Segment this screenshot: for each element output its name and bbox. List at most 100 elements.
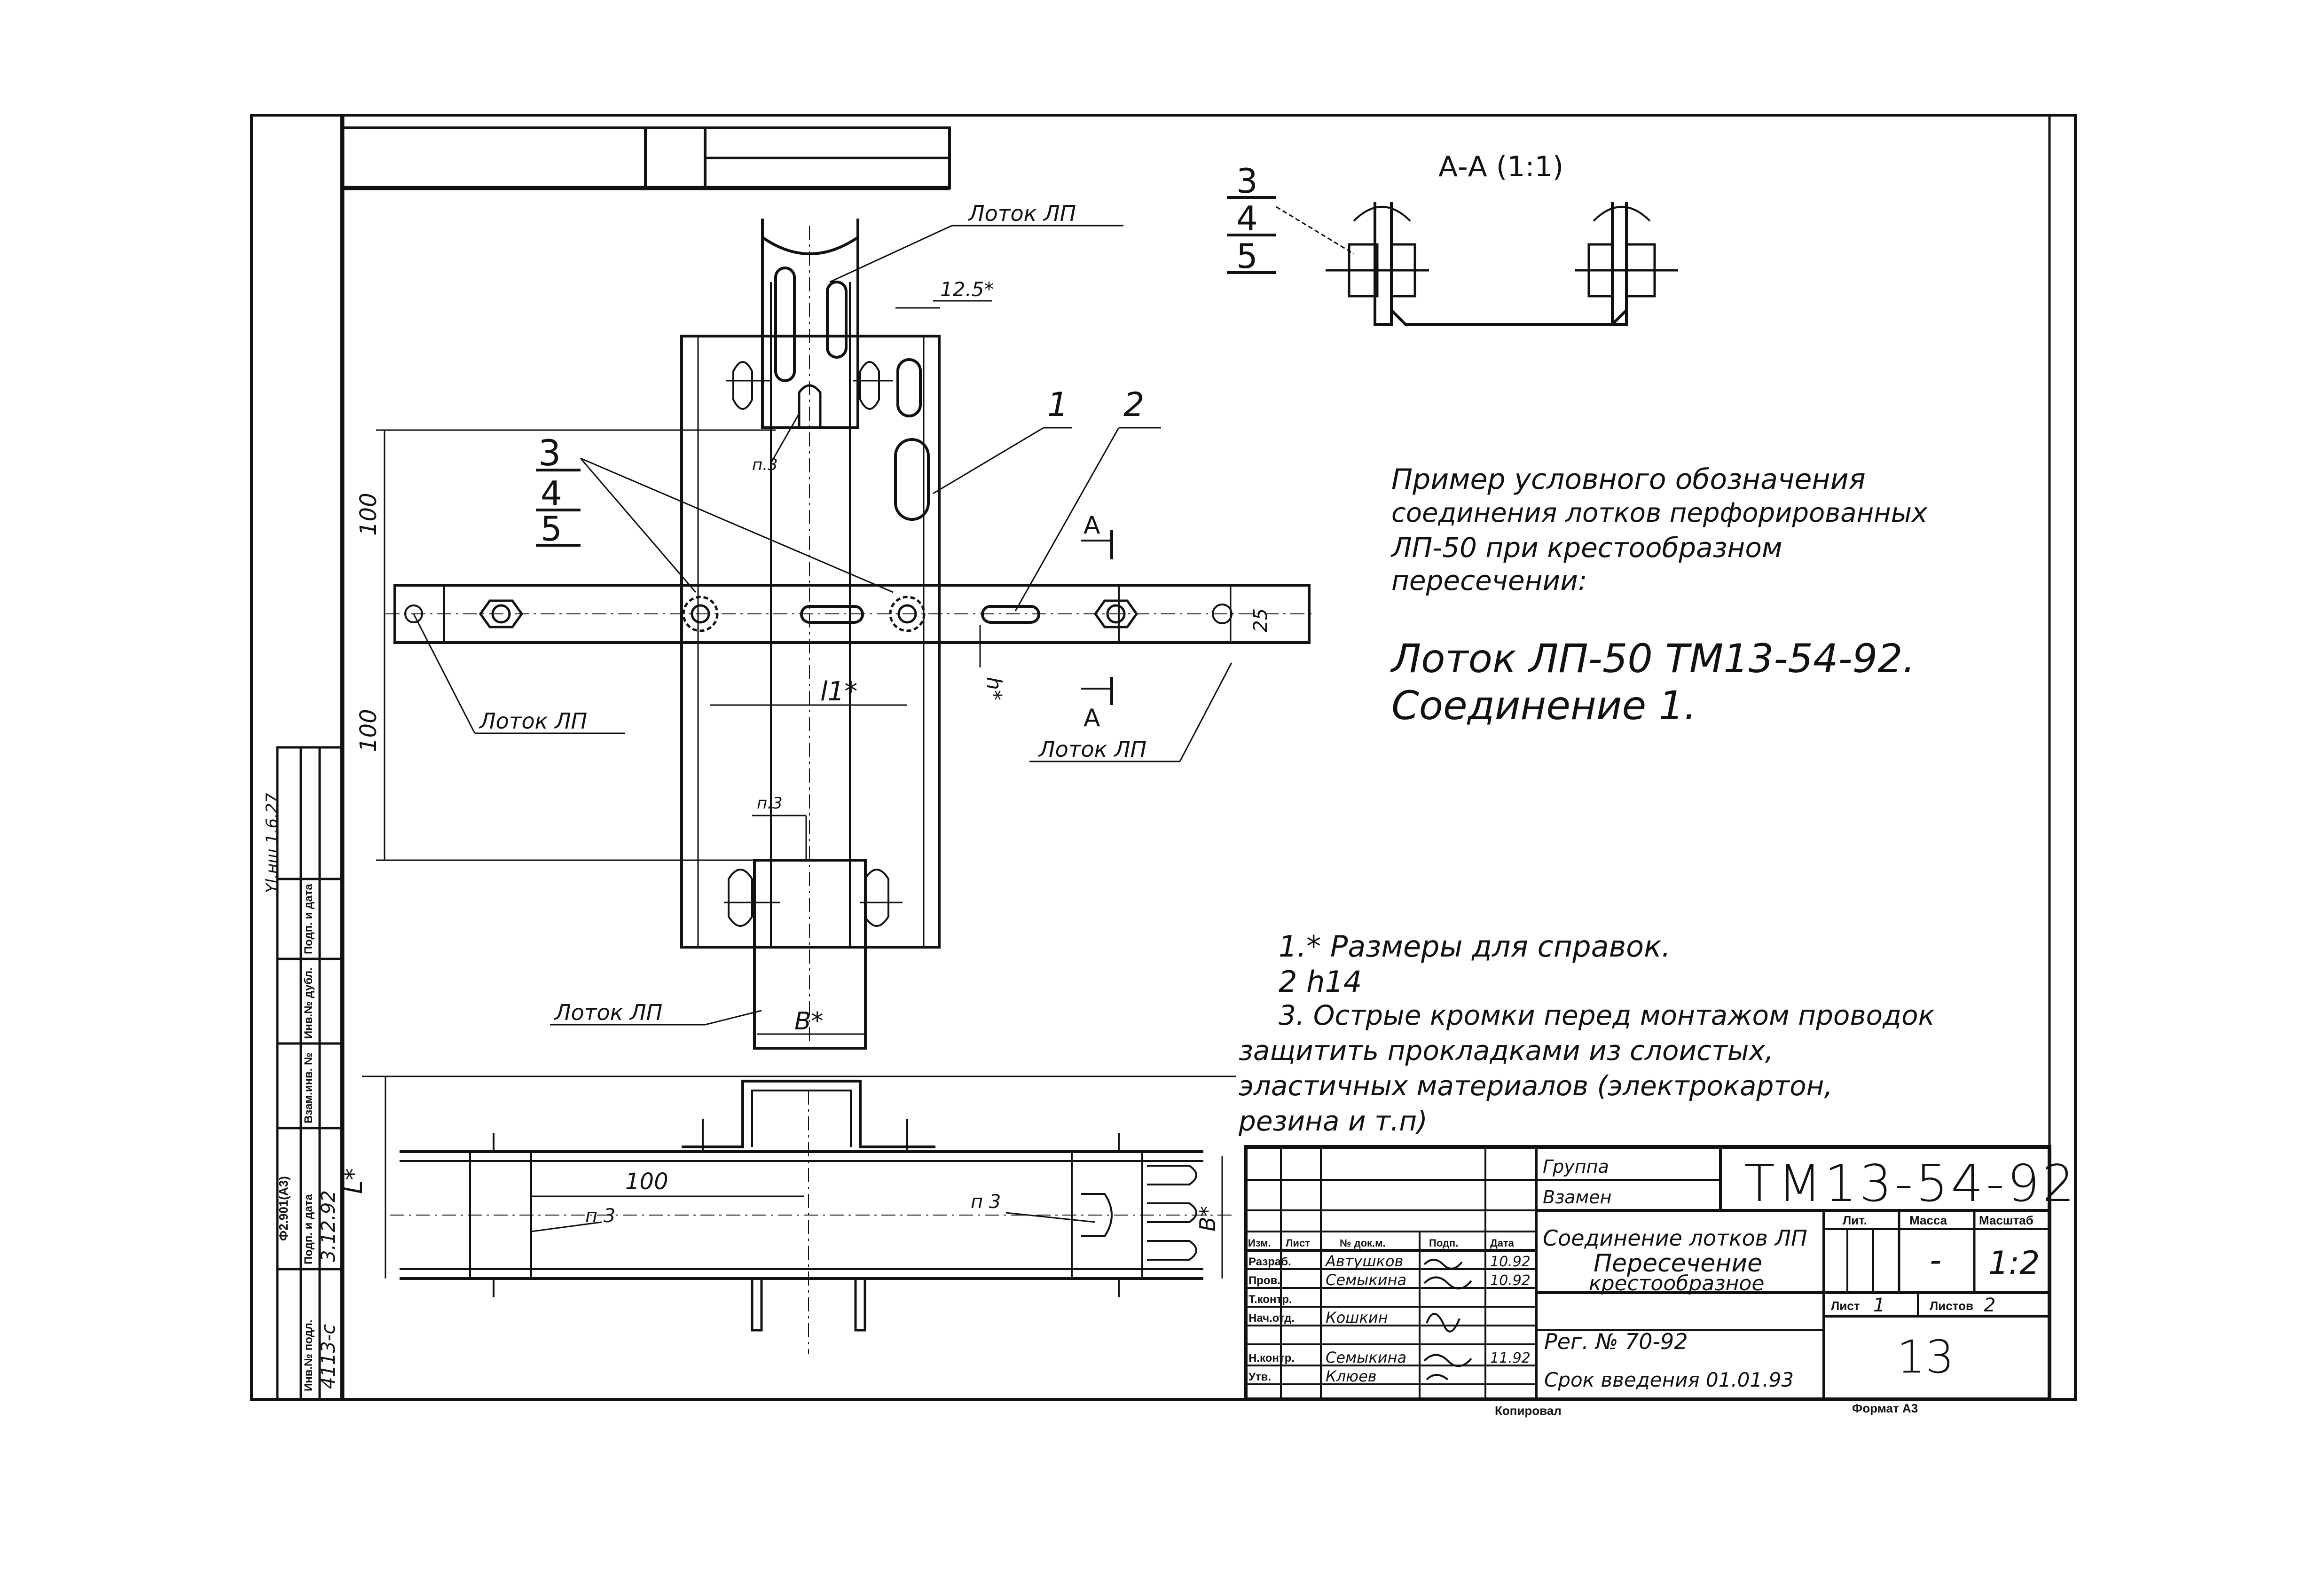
tb-intro-date: Срок введения 01.01.93 (1544, 1368, 1794, 1391)
desc-line-3: ЛП-50 при крестообразном (1390, 532, 1782, 564)
tb-doc-title-2: Пересечение (1594, 1249, 1762, 1278)
tb-scale-label: Масштаб (1979, 1213, 2034, 1227)
desc-line-4: пересечении: (1391, 565, 1587, 596)
tb-name-razrab: Автушков (1325, 1252, 1403, 1270)
tb-name-prov: Семыкина (1326, 1271, 1406, 1289)
dim-12-5: 12.5* (940, 278, 994, 301)
side-note-p3-right: п 3 (971, 1191, 1001, 1213)
side-stamp-inv-label: Инв.№ подл. (302, 1319, 315, 1391)
tb-page-number: 13 (1897, 1331, 1954, 1383)
tb-mass-value: - (1930, 1241, 1941, 1279)
callout-1: 1 (1047, 385, 1068, 424)
description-block: Пример условного обозначения соединения … (1390, 463, 1928, 729)
tb-name-nach: Кошкин (1326, 1309, 1388, 1326)
section-callout-4: 4 (1236, 199, 1258, 238)
callout-2: 2 (1123, 385, 1145, 424)
tb-date-razrab: 10.92 (1490, 1254, 1531, 1270)
note-3a: 3. Острые кромки перед монтажом проводок (1279, 999, 1935, 1031)
tb-name-nkontr: Семыкина (1326, 1349, 1406, 1366)
designation-line-2: Соединение 1. (1391, 683, 1696, 729)
dim-100-top: 100 (355, 493, 382, 536)
tb-hdr-ndok: № док.м. (1340, 1237, 1386, 1249)
tb-copied: Копировал (1495, 1404, 1562, 1418)
tb-lit-label: Лит. (1843, 1213, 1867, 1227)
tb-group-label: Группа (1543, 1156, 1609, 1177)
dim-h: h* (982, 677, 1006, 700)
section-callout-3: 3 (1236, 161, 1258, 201)
section-a-a (1227, 196, 1678, 326)
tb-role-tkontr: Т.контр. (1248, 1293, 1292, 1306)
tb-role-nach: Нач.отд. (1248, 1312, 1295, 1325)
label-tray-top: Лоток ЛП (967, 201, 1076, 226)
section-title: А-А (1:1) (1438, 150, 1563, 183)
dim-l1: l1* (820, 676, 857, 707)
tb-role-utv: Утв. (1248, 1371, 1271, 1383)
section-a-a-labels: А-А (1:1) 3 4 5 (1236, 150, 1563, 276)
tb-sheets-label: Листов (1930, 1299, 1973, 1313)
desc-line-2: соединения лотков перфорированных (1391, 498, 1928, 528)
signature-marks (1423, 1259, 1472, 1381)
side-view (362, 1075, 1236, 1354)
tb-date-nkontr: 11.92 (1490, 1350, 1531, 1366)
side-dim-l: L* (340, 1168, 368, 1194)
tb-sheets-value: 2 (1984, 1295, 1995, 1316)
side-stamp-handwriting: Yl.нш 1.6.27 (263, 792, 282, 893)
tb-name-utv: Клюев (1326, 1367, 1377, 1385)
callout-3: 3 (538, 432, 561, 474)
side-stamp-dup-label: Инв.№ дубл. (302, 967, 315, 1039)
note-1: 1.* Размеры для справок. (1279, 929, 1671, 964)
label-tray-right: Лоток ЛП (1038, 737, 1146, 762)
tb-doc-title-3: крестообразное (1589, 1271, 1764, 1295)
designation-line-1: Лоток ЛП-50 ТМ13-54-92. (1390, 636, 1915, 682)
dim-100-bottom: 100 (355, 709, 382, 752)
tb-hdr-podp: Подп. (1429, 1237, 1458, 1249)
side-stamp-date-label: Подп. и дата (302, 1194, 315, 1264)
desc-line-1: Пример условного обозначения (1391, 463, 1866, 496)
side-dim-b: B* (1195, 1206, 1220, 1232)
tb-sheet-label: Лист (1831, 1299, 1860, 1313)
side-stamp-inv-value: 4113-с (318, 1324, 339, 1389)
note-p3-bottom: п.3 (757, 794, 783, 813)
notes-block: 1.* Размеры для справок. 2 h14 3. Острые… (1238, 929, 1935, 1137)
tb-replaces-label: Взамен (1543, 1187, 1611, 1208)
side-dim-100: 100 (625, 1169, 668, 1195)
dim-b: B* (794, 1007, 824, 1036)
note-2: 2 h14 (1279, 965, 1362, 999)
tb-role-prov: Пров. (1248, 1274, 1280, 1287)
callout-4: 4 (541, 474, 562, 513)
section-callout-5: 5 (1236, 236, 1258, 276)
section-a-top: A (1083, 511, 1100, 540)
tb-mass-label: Масса (1909, 1213, 1947, 1227)
note-3c: эластичных материалов (электрокартон, (1239, 1070, 1833, 1102)
plan-view (376, 219, 1316, 1050)
section-a-bottom: A (1083, 704, 1100, 732)
tb-role-nkontr: Н.контр. (1248, 1352, 1295, 1365)
tb-date-prov: 10.92 (1490, 1272, 1531, 1289)
side-stamp-date2-label: Подп. и дата (302, 884, 315, 954)
side-stamp-replace-label: Взам.инв. № (302, 1052, 315, 1123)
tb-role-razrab: Разраб. (1248, 1255, 1291, 1268)
dim-25: 25 (1250, 608, 1272, 632)
note-3d: резина и т.п) (1238, 1105, 1428, 1137)
tb-hdr-lst: Лист (1286, 1237, 1310, 1249)
label-tray-left: Лоток ЛП (479, 708, 587, 734)
tb-doc-number: ТМ13-54-92 (1744, 1154, 2077, 1213)
title-block (1244, 1145, 2051, 1401)
tb-format: Формат А3 (1852, 1401, 1918, 1415)
side-stamp-date-value: 3.12.92 (318, 1190, 339, 1262)
side-view-labels: 100 L* B* п 3 п 3 (340, 1168, 1220, 1232)
tb-reg: Рег. № 70-92 (1544, 1329, 1688, 1354)
tb-hdr-izm: Изм. (1248, 1237, 1271, 1249)
side-stamp-form: Ф2.901(А3) (276, 1176, 290, 1241)
plan-view-labels: Лоток ЛП Лоток ЛП Лоток ЛП Лоток ЛП 12.5… (355, 201, 1272, 1036)
tb-scale-value: 1:2 (1988, 1245, 2040, 1282)
side-stamp: Инв.№ подл. Подп. и дата Взам.инв. № Инв… (263, 746, 344, 1401)
note-p3-top: п.3 (752, 455, 778, 474)
title-block-text: Группа Взамен ТМ13-54-92 Изм. Лист № док… (1248, 1154, 2077, 1418)
note-3b: защитить прокладками из слоистых, (1239, 1035, 1774, 1067)
tb-hdr-date: Дата (1490, 1237, 1515, 1249)
tb-doc-title-1: Соединение лотков ЛП (1543, 1225, 1807, 1251)
callout-5: 5 (541, 509, 562, 549)
label-tray-bottom: Лоток ЛП (554, 1000, 662, 1025)
